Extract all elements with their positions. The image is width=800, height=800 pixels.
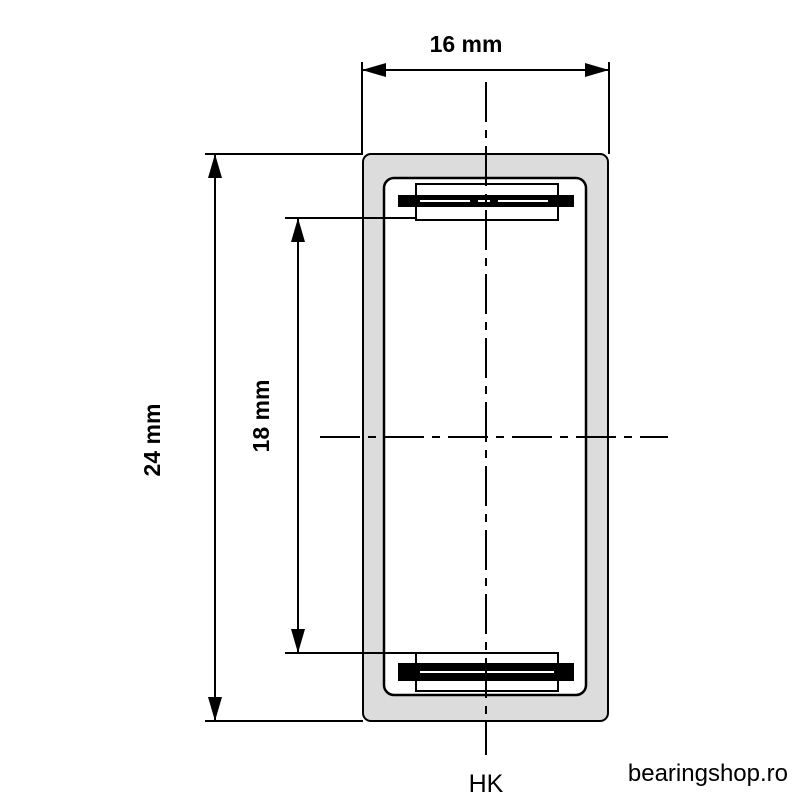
bearing-type-label: HK xyxy=(469,770,504,798)
watermark-text: bearingshop.ro xyxy=(628,760,788,787)
width-dimension xyxy=(361,62,610,154)
inner-diameter-dimension xyxy=(285,217,416,654)
width-label: 16 mm xyxy=(430,31,503,57)
outer-diameter-label: 24 mm xyxy=(139,404,165,477)
outer-diameter-dimension xyxy=(205,153,363,722)
inner-diameter-label: 18 mm xyxy=(248,380,274,453)
